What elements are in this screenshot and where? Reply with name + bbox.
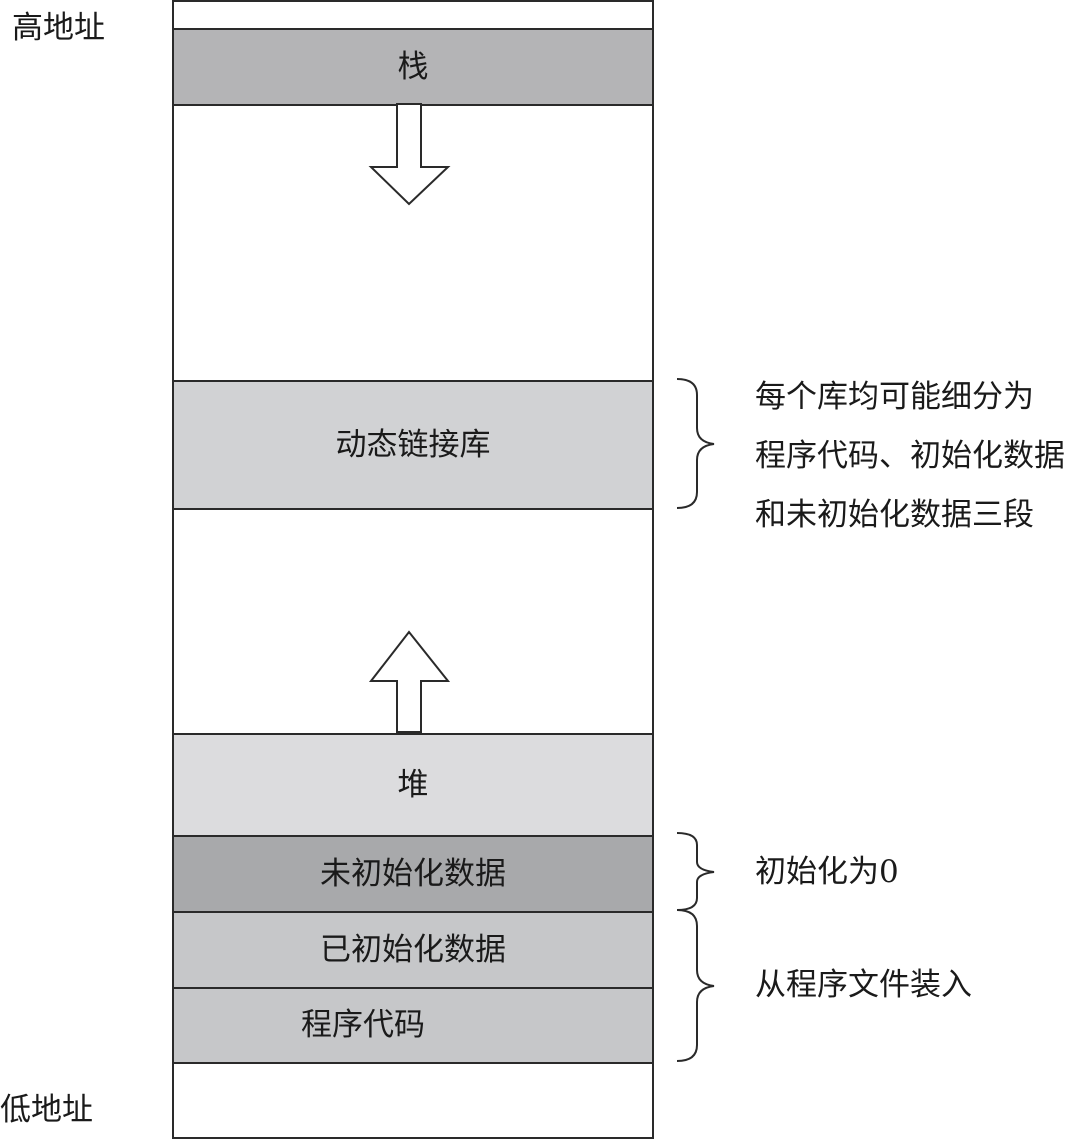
stack-segment-label: 栈: [397, 48, 429, 85]
shared-libs-brace-icon: [676, 378, 715, 509]
loaded-brace-icon: [676, 909, 715, 1062]
shared-libs-note-line2: 程序代码、初始化数据: [755, 437, 1065, 474]
bss-note: 初始化为0: [755, 854, 899, 890]
data-segment: 已初始化数据: [174, 911, 652, 988]
stack-segment: 栈: [174, 28, 652, 106]
text-segment: 程序代码: [174, 987, 652, 1064]
memory-layout-column: 栈 动态链接库 堆 未初始化数据 已初始化数据 程序代码: [172, 0, 654, 1139]
shared-libs-segment: 动态链接库: [174, 380, 652, 510]
shared-libs-note: 每个库均可能细分为 程序代码、初始化数据 和未初始化数据三段: [755, 368, 1065, 545]
loaded-note: 从程序文件装入: [755, 967, 972, 1003]
shared-libs-segment-label: 动态链接库: [335, 426, 491, 463]
shared-libs-note-line1: 每个库均可能细分为: [755, 379, 1034, 415]
shared-libs-note-line3: 和未初始化数据三段: [755, 496, 1034, 533]
low-address-label: 低地址: [0, 1092, 93, 1128]
high-address-label: 高地址: [12, 10, 105, 46]
text-segment-label: 程序代码: [301, 1007, 425, 1043]
bss-segment: 未初始化数据: [174, 835, 652, 912]
data-segment-label: 已初始化数据: [320, 932, 506, 968]
bss-segment-label: 未初始化数据: [320, 856, 506, 892]
heap-segment-label: 堆: [397, 766, 429, 803]
bss-brace-icon: [676, 832, 715, 911]
heap-segment: 堆: [174, 733, 652, 835]
